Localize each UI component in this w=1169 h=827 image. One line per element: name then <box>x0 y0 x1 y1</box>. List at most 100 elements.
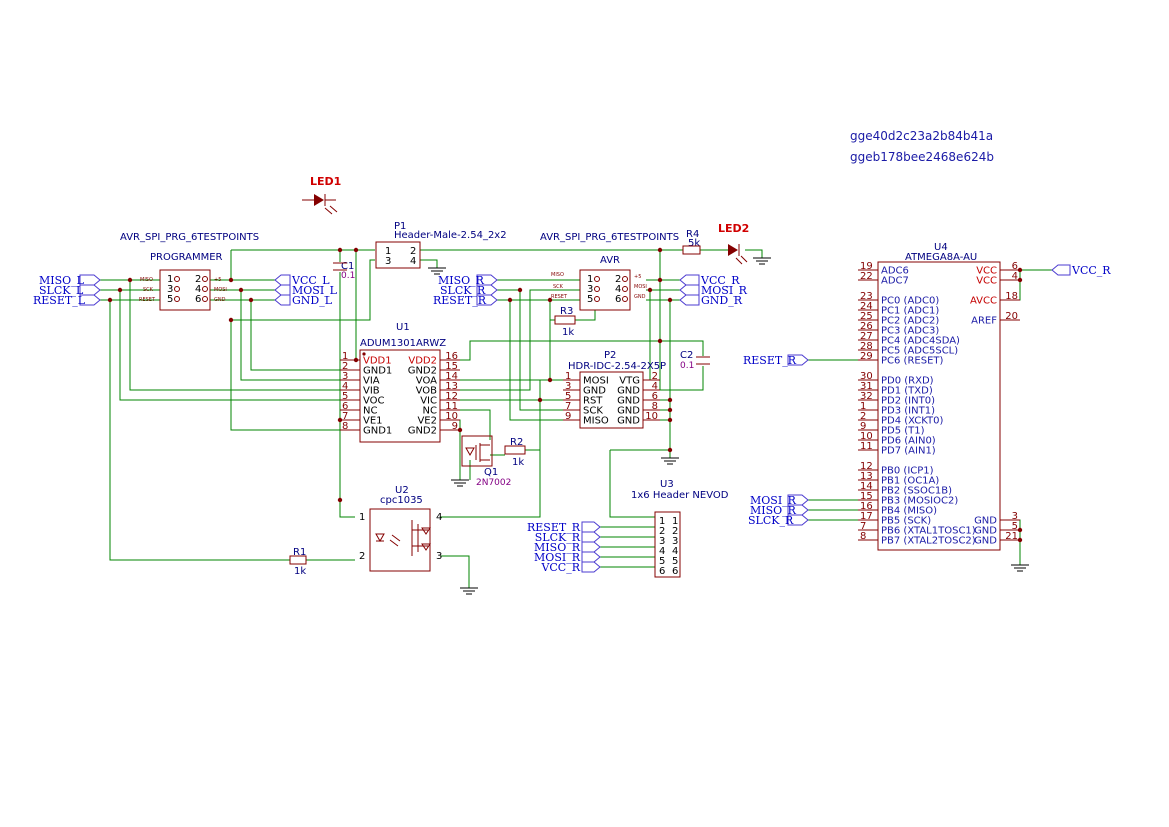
p2-pin-number: 5 <box>565 391 571 402</box>
u1-pin-number: 6 <box>342 401 348 412</box>
u1-pin-label: VIB <box>363 386 380 397</box>
u4-pin-label: PB4 (MISO) <box>881 506 937 517</box>
u4-pin-label: PC5 (ADC5SCL) <box>881 346 958 357</box>
svg-text:MISO: MISO <box>140 277 153 283</box>
u4-pin-number: 14 <box>860 481 873 492</box>
svg-text:SCK: SCK <box>143 287 154 293</box>
p2-pin-label: GND <box>617 416 640 427</box>
led2-component: LED2 <box>718 222 749 265</box>
p1-value: Header-Male-2.54_2x2 <box>394 230 507 241</box>
u4-pin-label: PD7 (AIN1) <box>881 446 936 457</box>
c2-value: 0.1 <box>680 361 694 371</box>
u4-pin-number: 7 <box>860 521 866 532</box>
u4-pin-label: AREF <box>971 316 997 327</box>
u3-pin-number: 6 <box>659 566 665 577</box>
u1-ref: U1 <box>396 322 410 333</box>
p2-pin-number: 7 <box>565 401 571 412</box>
u4-pin-label: PC2 (ADC2) <box>881 316 939 327</box>
net-label: MISO_R <box>534 541 581 554</box>
q1-value: 2N7002 <box>476 478 511 488</box>
net-label: MOSI_R <box>534 551 581 564</box>
u4-flags: RESET_R MOSI_R MISO_R SLCK_R VCC_R <box>743 264 1111 527</box>
ground-icon <box>451 479 469 487</box>
p2-pin-label: MOSI <box>583 376 609 387</box>
u4-pin-label: PC6 (RESET) <box>881 356 943 367</box>
u1-pin-number: 3 <box>342 371 348 382</box>
u3-pin-label: 4 <box>672 546 678 557</box>
u4-pin-label: ADC7 <box>881 276 909 287</box>
u4-pin-label: GND <box>974 516 997 527</box>
svg-text:3: 3 <box>587 284 593 295</box>
u4-pin-number: 29 <box>860 351 873 362</box>
net-label: MISO_R <box>438 274 485 287</box>
u4-pin-label: AVCC <box>970 296 997 307</box>
u4-pin-number: 13 <box>860 471 873 482</box>
p2-pin-number: 9 <box>565 411 571 422</box>
u4-value: ATMEGA8A-AU <box>905 252 977 263</box>
u4-pin-label: PB3 (MOSIOC2) <box>881 496 958 507</box>
u4-pin-number: 2 <box>860 411 866 422</box>
u4-pin-label: PD2 (INT0) <box>881 396 935 407</box>
r1-value: 1k <box>294 566 306 577</box>
svg-text:1: 1 <box>385 246 391 257</box>
svg-text:1: 1 <box>167 274 173 285</box>
p2-pin-label: GND <box>617 396 640 407</box>
r2-value: 1k <box>512 457 524 468</box>
ground-icon <box>753 257 771 265</box>
u1-pin-label: NC <box>423 406 437 417</box>
net-label: MOSI_R <box>701 284 748 297</box>
u4-pin-label: GND <box>974 536 997 547</box>
u4-pin-number: 11 <box>860 441 873 452</box>
avr-connector: AVR_SPI_PRG_6TESTPOINTS AVR MISO SCK RES… <box>540 232 679 311</box>
u3-value: 1x6 Header NEVOD <box>631 490 729 501</box>
u4-ref: U4 <box>934 242 948 253</box>
svg-text:1: 1 <box>587 274 593 285</box>
c1-capacitor: C1 0.1 <box>333 261 355 281</box>
p2-pin-number: 10 <box>645 411 658 422</box>
p2-pin-label: MISO <box>583 416 609 427</box>
svg-text:2: 2 <box>615 274 621 285</box>
u1-pin-number: 15 <box>445 361 458 372</box>
net-label: SLCK_L <box>39 284 84 297</box>
net-label: GND_R <box>701 294 743 307</box>
u3-pin-number: 2 <box>659 526 665 537</box>
ground-icon <box>428 267 446 275</box>
programmer-name: PROGRAMMER <box>150 252 223 263</box>
u1-pin-label: GND1 <box>363 426 392 437</box>
svg-text:MOSI: MOSI <box>634 284 647 290</box>
programmer-left-flags: MISO_L SLCK_L RESET_L VCC_L MOSI_L GND_L <box>33 274 338 307</box>
u3-pin-label: 5 <box>672 556 678 567</box>
u4-pin-label: PB0 (ICP1) <box>881 466 934 477</box>
u1-pin-label: GND1 <box>363 366 392 377</box>
u1-pin-number: 8 <box>342 421 348 432</box>
u1-pin-label: VOC <box>363 396 385 407</box>
programmer-title: AVR_SPI_PRG_6TESTPOINTS <box>120 232 259 243</box>
id-label-2: ggeb178bee2468e624b <box>850 150 994 164</box>
p2-pin-number: 1 <box>565 371 571 382</box>
u1-pin-label: GND2 <box>408 366 437 377</box>
u4-pin-label: PC1 (ADC1) <box>881 306 939 317</box>
u4-pin-label: PD0 (RXD) <box>881 376 934 387</box>
u4-pin-label: PC3 (ADC3) <box>881 326 939 337</box>
r4-value: 5k <box>688 238 700 249</box>
u2-relay: U2 cpc1035 1 2 4 3 <box>359 485 442 572</box>
c2-capacitor: C2 0.1 <box>680 350 710 371</box>
net-label: VCC_R <box>540 561 580 574</box>
u1-pin-label: GND2 <box>408 426 437 437</box>
u3-pin-label: 3 <box>672 536 678 547</box>
svg-text:3: 3 <box>436 551 442 562</box>
net-label: VCC_R <box>700 274 740 287</box>
c1-ref: C1 <box>341 261 354 272</box>
ground-icon <box>460 587 478 595</box>
u1-value: ADUM1301ARWZ <box>360 338 446 349</box>
p2-pin-label: VTG <box>619 376 640 387</box>
u1-pin-number: 10 <box>445 411 458 422</box>
net-label: SLCK_R <box>535 531 581 544</box>
u1-pin-label: VIA <box>363 376 380 387</box>
net-label: RESET_R <box>743 354 797 367</box>
u3-ref: U3 <box>660 479 674 490</box>
svg-text:5: 5 <box>167 294 173 305</box>
u3-pin-label: 6 <box>672 566 678 577</box>
